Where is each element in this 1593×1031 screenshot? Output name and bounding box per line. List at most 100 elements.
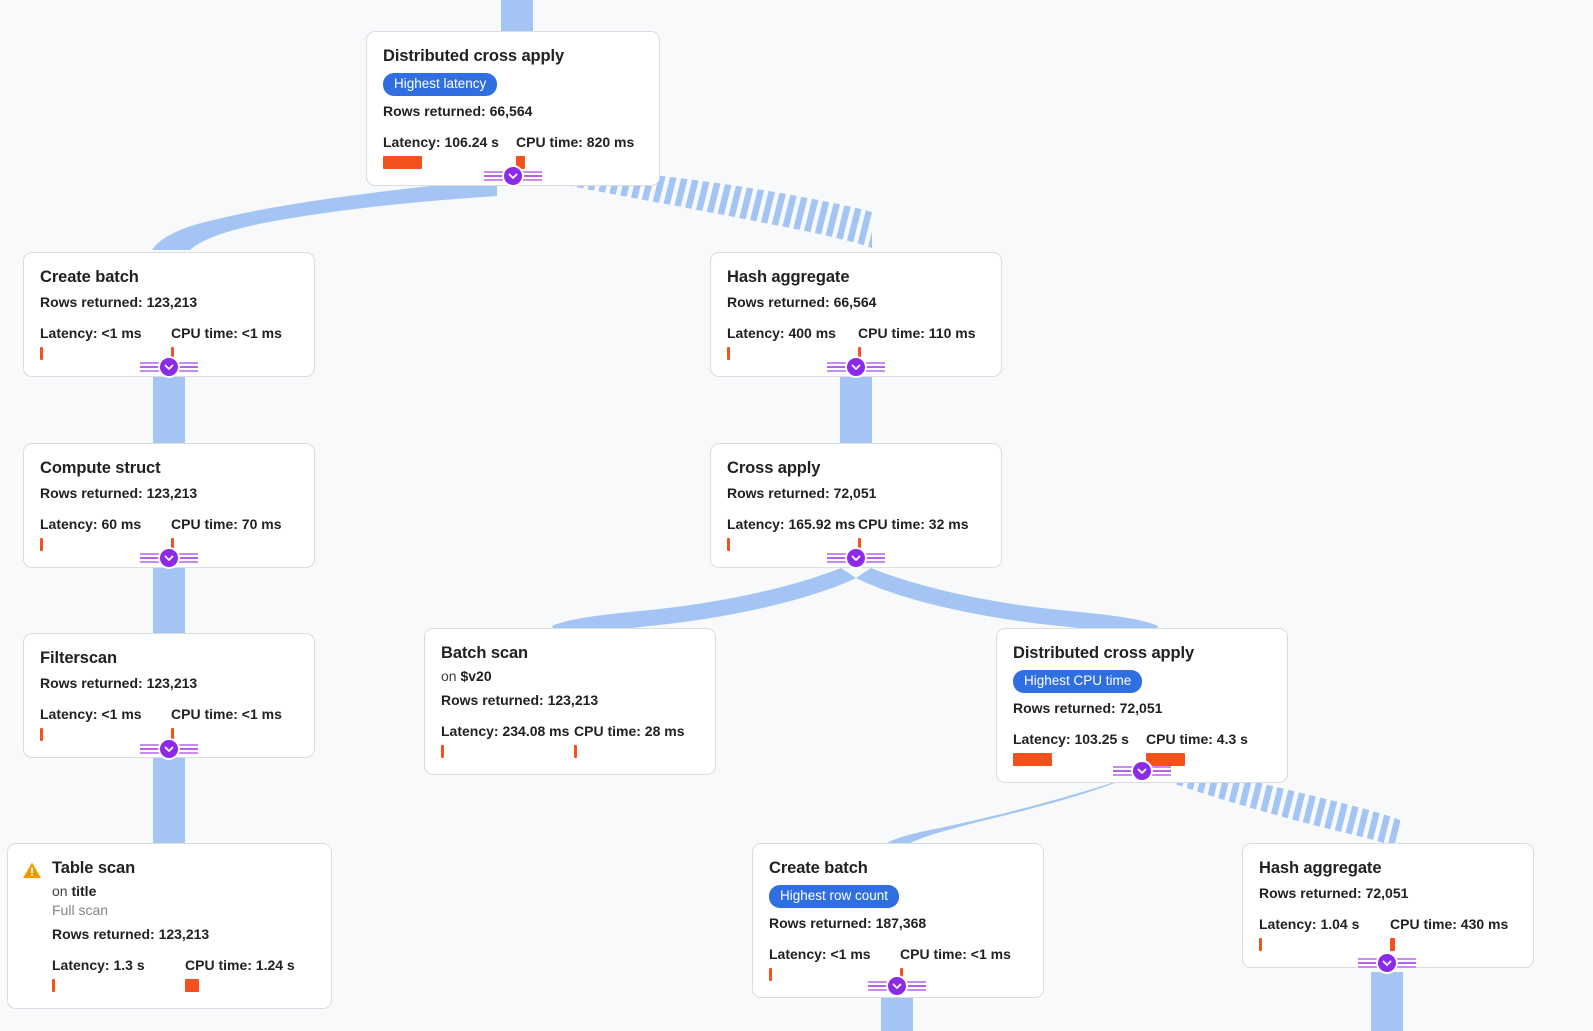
latency-label: Latency: 103.25 s xyxy=(1013,731,1129,747)
latency-metric: Latency: 400 ms xyxy=(727,325,858,360)
node-metrics: Latency: 400 ms CPU time: 110 ms xyxy=(727,325,985,360)
plan-node-hash-aggregate-upper[interactable]: Hash aggregate Rows returned: 66,564 Lat… xyxy=(710,252,1002,377)
collapse-toggle-compute-struct[interactable] xyxy=(158,547,180,569)
latency-bar xyxy=(40,347,43,360)
cpu-time-bar xyxy=(516,156,525,169)
warning-icon xyxy=(22,860,42,880)
latency-bar xyxy=(441,745,444,758)
node-title: Hash aggregate xyxy=(1259,859,1382,877)
plan-node-hash-aggregate-lower[interactable]: Hash aggregate Rows returned: 72,051 Lat… xyxy=(1242,843,1534,968)
cpu-metric: CPU time: 4.3 s xyxy=(1146,731,1248,766)
cpu-metric: CPU time: 1.24 s xyxy=(185,957,295,992)
node-title: Compute struct xyxy=(40,459,161,477)
chevron-down-icon xyxy=(164,364,174,370)
node-metrics: Latency: 1.3 s CPU time: 1.24 s xyxy=(52,957,315,992)
cpu-time-label: CPU time: 110 ms xyxy=(858,325,976,341)
plan-node-create-batch[interactable]: Create batch Rows returned: 123,213 Late… xyxy=(23,252,315,377)
collapse-toggle-root[interactable] xyxy=(502,165,524,187)
chevron-down-icon xyxy=(1382,960,1392,966)
plan-node-filterscan[interactable]: Filterscan Rows returned: 123,213 Latenc… xyxy=(23,633,315,758)
latency-bar xyxy=(727,538,730,551)
latency-metric: Latency: 1.3 s xyxy=(52,957,185,992)
latency-label: Latency: 234.08 ms xyxy=(441,723,570,739)
on-prefix: on xyxy=(441,668,457,684)
rows-returned: Rows returned: 66,564 xyxy=(383,103,533,119)
cpu-time-label: CPU time: 820 ms xyxy=(516,134,635,150)
cpu-metric: CPU time: 32 ms xyxy=(858,516,968,551)
latency-bar xyxy=(383,156,422,169)
status-badge: Highest row count xyxy=(769,885,900,908)
collapse-toggle-filterscan[interactable] xyxy=(158,738,180,760)
cpu-metric: CPU time: 70 ms xyxy=(171,516,281,551)
node-title: Batch scan xyxy=(441,644,529,662)
rows-returned: Rows returned: 72,051 xyxy=(1013,700,1163,716)
latency-bar xyxy=(1259,938,1262,951)
node-metrics: Latency: 234.08 ms CPU time: 28 ms xyxy=(441,723,699,758)
cpu-time-label: CPU time: <1 ms xyxy=(171,706,282,722)
plan-node-compute-struct[interactable]: Compute struct Rows returned: 123,213 La… xyxy=(23,443,315,568)
latency-label: Latency: <1 ms xyxy=(40,706,142,722)
latency-bar xyxy=(52,979,55,992)
cpu-time-label: CPU time: 70 ms xyxy=(171,516,282,532)
plan-node-table-scan[interactable]: Table scan on title Full scan Rows retur… xyxy=(7,843,332,1009)
plan-node-batch-scan[interactable]: Batch scan on $v20 Rows returned: 123,21… xyxy=(424,628,716,775)
rows-returned: Rows returned: 72,051 xyxy=(1259,885,1409,901)
latency-label: Latency: 1.3 s xyxy=(52,957,145,973)
latency-metric: Latency: 60 ms xyxy=(40,516,171,551)
rows-returned: Rows returned: 123,213 xyxy=(40,294,198,310)
latency-bar xyxy=(1013,753,1052,766)
scan-target-value: title xyxy=(71,883,97,899)
node-title: Cross apply xyxy=(727,459,821,477)
collapse-toggle-cross-apply[interactable] xyxy=(845,547,867,569)
collapse-toggle-hash-aggregate-lower[interactable] xyxy=(1376,952,1398,974)
latency-label: Latency: 60 ms xyxy=(40,516,142,532)
status-badge: Highest CPU time xyxy=(1013,670,1143,693)
latency-metric: Latency: <1 ms xyxy=(769,946,900,981)
node-title: Filterscan xyxy=(40,649,117,667)
latency-label: Latency: 1.04 s xyxy=(1259,916,1360,932)
chevron-down-icon xyxy=(164,555,174,561)
cpu-time-label: CPU time: 430 ms xyxy=(1390,916,1509,932)
cpu-time-label: CPU time: 32 ms xyxy=(858,516,969,532)
collapse-toggle-distributed-cross-apply-cpu[interactable] xyxy=(1131,760,1153,782)
cpu-time-bar xyxy=(1390,938,1395,951)
rows-returned: Rows returned: 123,213 xyxy=(441,692,599,708)
collapse-toggle-create-batch-row-count[interactable] xyxy=(886,975,908,997)
cpu-metric: CPU time: 430 ms xyxy=(1390,916,1508,951)
cpu-time-bar xyxy=(171,347,174,360)
latency-bar xyxy=(40,728,43,741)
latency-metric: Latency: 1.04 s xyxy=(1259,916,1390,951)
plan-node-distributed-cross-apply-cpu[interactable]: Distributed cross apply Highest CPU time… xyxy=(996,628,1288,783)
cpu-time-bar xyxy=(171,538,174,551)
scan-target: on $v20 xyxy=(441,667,699,686)
collapse-toggle-hash-aggregate-upper[interactable] xyxy=(845,356,867,378)
latency-metric: Latency: 106.24 s xyxy=(383,134,516,169)
chevron-down-icon xyxy=(164,746,174,752)
latency-bar xyxy=(727,347,730,360)
node-title: Create batch xyxy=(40,268,139,286)
cpu-time-bar xyxy=(185,979,199,992)
rows-returned: Rows returned: 187,368 xyxy=(769,915,927,931)
rows-returned: Rows returned: 66,564 xyxy=(727,294,877,310)
cpu-time-label: CPU time: 28 ms xyxy=(574,723,685,739)
plan-node-cross-apply[interactable]: Cross apply Rows returned: 72,051 Latenc… xyxy=(710,443,1002,568)
cpu-metric: CPU time: <1 ms xyxy=(171,325,282,360)
node-title: Table scan xyxy=(52,859,136,877)
node-title: Distributed cross apply xyxy=(383,47,565,65)
latency-label: Latency: 165.92 ms xyxy=(727,516,856,532)
latency-label: Latency: 400 ms xyxy=(727,325,836,341)
node-metrics: Latency: <1 ms CPU time: <1 ms xyxy=(40,325,298,360)
scan-target: on title xyxy=(52,882,315,901)
scan-target-value: $v20 xyxy=(460,668,492,684)
node-metrics: Latency: 60 ms CPU time: 70 ms xyxy=(40,516,298,551)
scan-note: Full scan xyxy=(52,902,109,918)
latency-metric: Latency: 165.92 ms xyxy=(727,516,858,551)
plan-node-create-batch-row-count[interactable]: Create batch Highest row count Rows retu… xyxy=(752,843,1044,998)
rows-returned: Rows returned: 72,051 xyxy=(727,485,877,501)
cpu-metric: CPU time: <1 ms xyxy=(900,946,1011,981)
rows-returned: Rows returned: 123,213 xyxy=(40,675,198,691)
collapse-toggle-create-batch[interactable] xyxy=(158,356,180,378)
plan-node-distributed-cross-apply-root[interactable]: Distributed cross apply Highest latency … xyxy=(366,31,660,186)
cpu-metric: CPU time: 820 ms xyxy=(516,134,634,169)
